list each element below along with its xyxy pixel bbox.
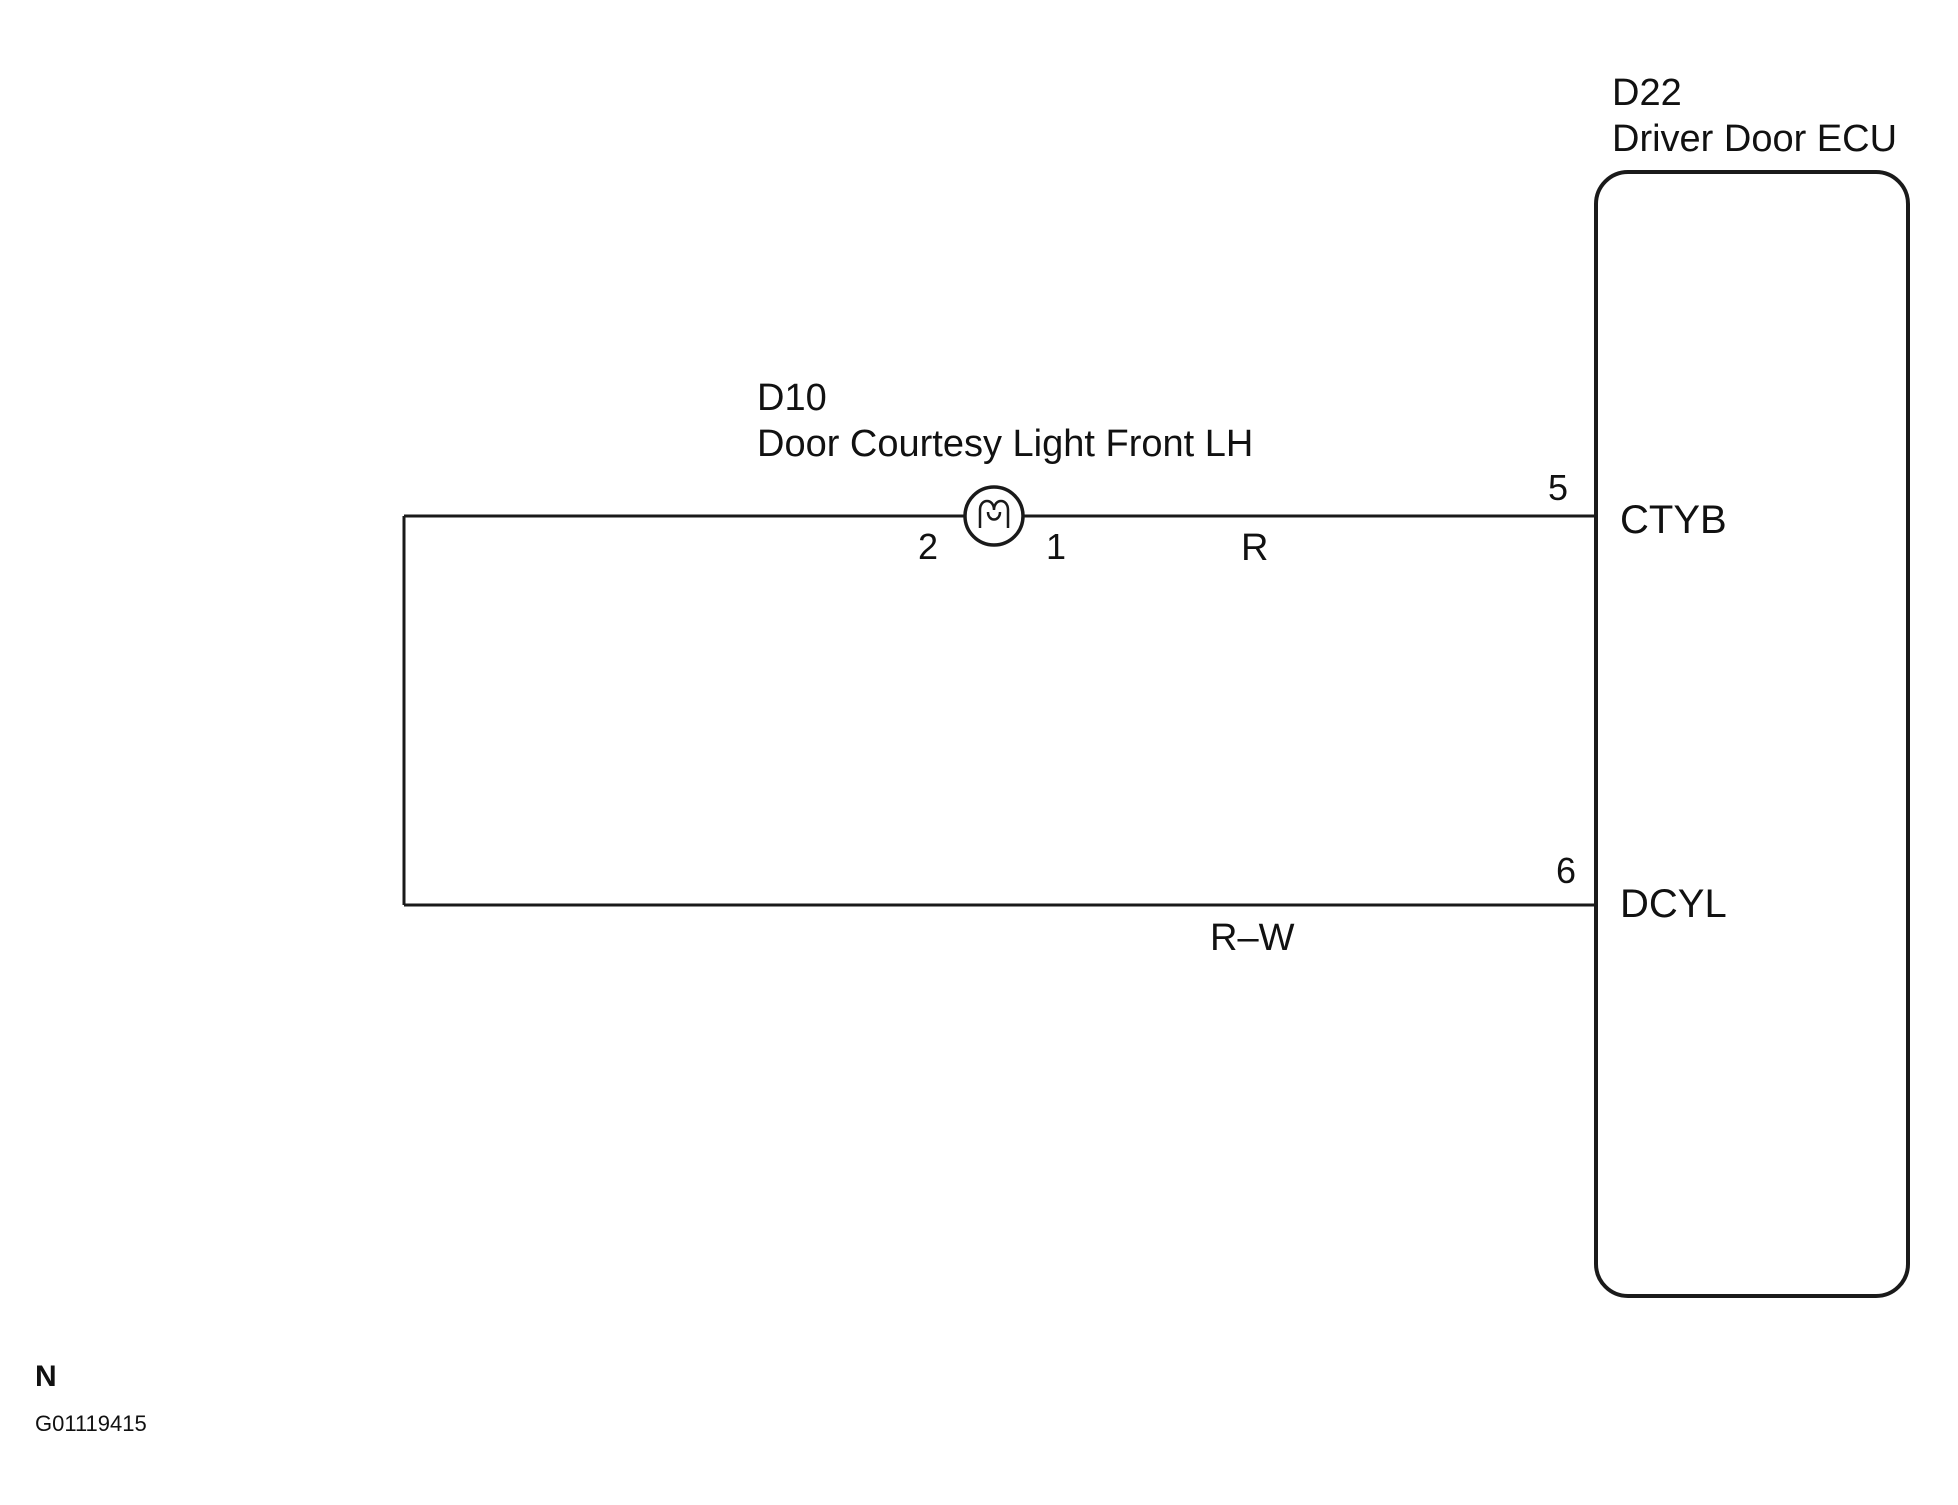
light-pin-left: 2 — [918, 526, 939, 567]
ecu-pin-5: 5 — [1548, 467, 1569, 508]
light-code: D10 — [757, 377, 827, 419]
ecu-name: Driver Door ECU — [1612, 118, 1898, 160]
ecu-pin-6: 6 — [1556, 850, 1577, 891]
wire-lower-label: R–W — [1210, 917, 1295, 959]
ecu-code: D22 — [1612, 72, 1682, 114]
ecu-terminal-dcyl: DCYL — [1620, 882, 1727, 926]
light-pin-right: 1 — [1046, 526, 1067, 567]
wire-upper-label: R — [1241, 527, 1269, 569]
figure-id: G01119415 — [35, 1411, 147, 1436]
bulb-icon — [963, 485, 1025, 547]
light-name: Door Courtesy Light Front LH — [757, 423, 1254, 465]
footer-mark: N — [35, 1360, 57, 1393]
ecu-terminal-ctyb: CTYB — [1620, 498, 1727, 542]
ecu-box — [1594, 170, 1910, 1298]
